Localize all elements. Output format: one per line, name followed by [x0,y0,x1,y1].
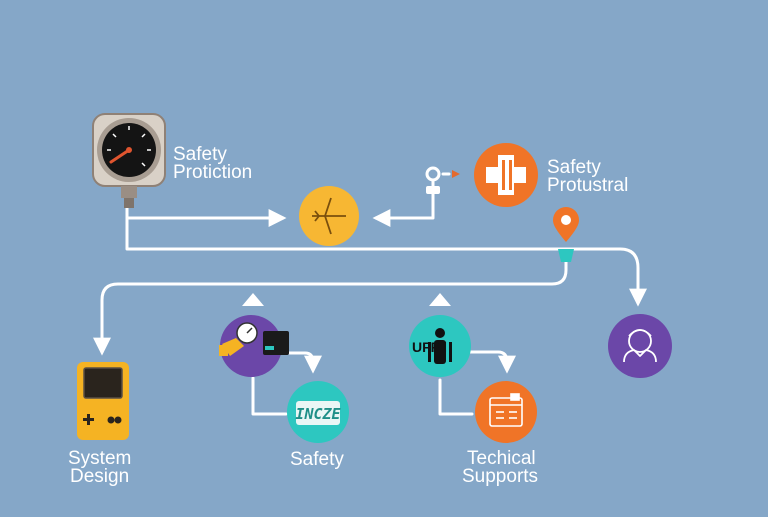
connector-gauge-to-plane [125,204,287,227]
team-badge: UFF l [412,339,447,355]
first-aid-cross-icon [486,155,526,195]
label-safety-protiction-line1: Safety [173,144,227,165]
connector-team-to-panel [468,350,516,374]
label-system-design-line1: System [68,448,132,469]
plane-node[interactable] [299,186,359,246]
team-node[interactable] [409,315,471,377]
team-people-icon [428,328,452,364]
handheld-device-icon[interactable] [77,362,129,440]
plane-icon [312,197,346,235]
arrow-up-left [242,293,264,306]
panel-node[interactable] [475,381,537,443]
key-lock-icon [425,166,460,194]
meter-screen-icon [263,331,289,355]
label-safety-protustral-line1: Safety [547,157,601,178]
person-support-icon [623,329,657,363]
label-safety-protustral-line2: Protustral [547,175,629,196]
label-technical-supports-line2: Supports [462,466,539,487]
panel-icon [489,393,523,427]
arrow-up-right [429,293,451,306]
meter-node[interactable] [219,315,289,377]
connector-meter-to-safety [251,376,288,416]
label-safety: Safety [290,449,344,470]
pressure-gauge-icon [92,113,166,208]
location-pin-icon [553,207,579,262]
touch-screen-node[interactable] [287,381,349,443]
connector-key-to-plane [372,190,435,227]
connector-pin-branch [93,247,568,356]
connector-team-to-support [438,378,474,416]
connector-main-horizontal [125,216,647,307]
label-safety-protiction-line2: Protiction [173,162,253,183]
support-node[interactable] [608,314,672,378]
label-technical-supports-line1: Techical [467,448,536,469]
label-system-design-line2: Design [70,466,130,487]
first-aid-node[interactable] [474,143,538,207]
connector-meter-to-touch [281,351,322,374]
connectors [93,190,647,416]
meter-hand-icon [219,322,258,356]
touch-screen-badge: INCZE [295,405,341,423]
touch-screen-icon [296,401,340,425]
